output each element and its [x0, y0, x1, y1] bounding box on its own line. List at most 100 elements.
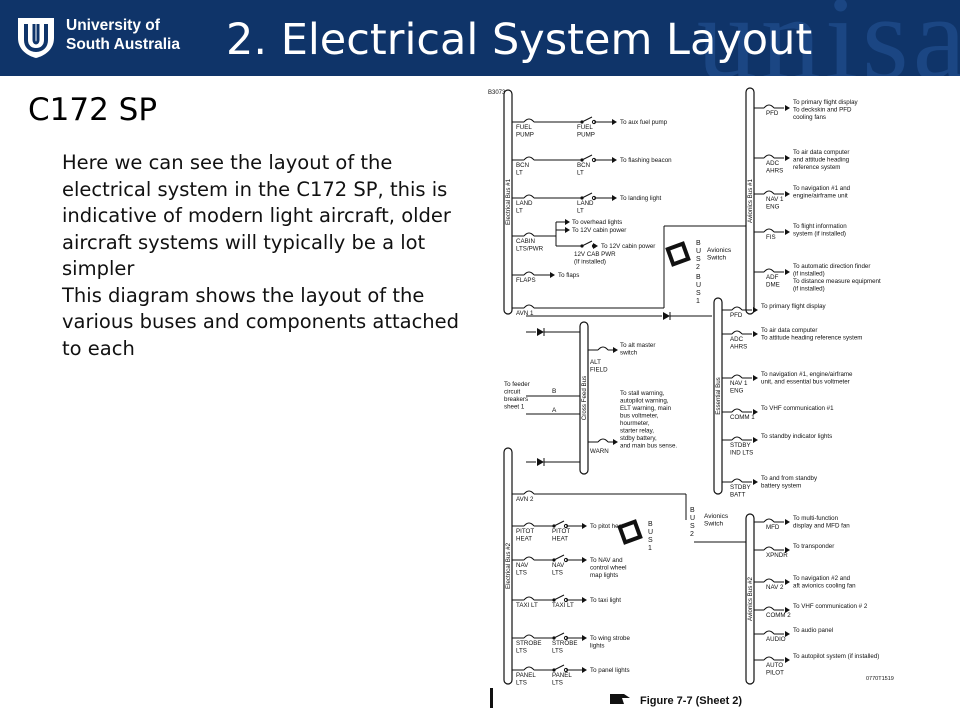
elec1-breaker-label: LT — [516, 208, 523, 215]
breaker-symbol — [523, 118, 535, 123]
avionics-switch-top-face — [670, 246, 686, 262]
elec2-breaker-label: TAXI LT — [516, 602, 538, 609]
elec2-destination: To taxi light — [590, 597, 621, 604]
alt-field-label: ALT — [590, 359, 601, 366]
electrical-bus-1 — [503, 89, 513, 315]
switch-blade — [581, 116, 593, 123]
avionics2-destination: display and MFD fan — [793, 523, 850, 530]
breaker-symbol — [523, 556, 535, 561]
bus-switch-letters: U — [696, 248, 701, 255]
arrow-head — [565, 227, 570, 233]
switch-blade — [581, 240, 593, 247]
arrow-head — [565, 219, 570, 225]
breaker-symbol — [763, 518, 775, 523]
elec2-destination: To pitot heat — [590, 523, 624, 530]
avionics2-destination: To VHF communication # 2 — [793, 603, 868, 610]
avionics-bus-2-label: Avionics Bus #2 — [747, 576, 754, 620]
essential-destination: To air data computer — [761, 327, 817, 334]
electrical-bus-2-label: Electrical Bus #2 — [505, 542, 512, 589]
arrow-head — [753, 331, 758, 337]
elec2-breaker-label: PANEL — [516, 672, 536, 679]
cabin-power-label: (If installed) — [574, 259, 606, 266]
bus-switch-letters: U — [648, 529, 653, 536]
essential-breaker-label: BATT — [730, 492, 746, 499]
university-shield-icon — [18, 18, 54, 58]
essential-breaker-label: COMM 1 — [730, 414, 755, 421]
alt-master-destination: To alt master — [620, 342, 655, 349]
warn-label: WARN — [590, 448, 609, 455]
feeder-label: To feeder — [504, 381, 530, 388]
cabin-power-label: 12V CAB PWR — [574, 251, 616, 258]
elec2-breaker-label: AVN 2 — [516, 496, 534, 503]
arrow-head — [582, 597, 587, 603]
switch-blade — [553, 632, 565, 639]
arrow-head — [785, 657, 790, 663]
arrow-head — [753, 479, 758, 485]
arrow-head — [753, 437, 758, 443]
avionics2-breaker-label: XPNDR — [766, 552, 788, 559]
breaker-symbol — [763, 578, 775, 583]
feeder-label: circuit — [504, 389, 520, 396]
arrow-head — [785, 579, 790, 585]
switch-blade — [581, 192, 593, 199]
breaker-symbol — [523, 596, 535, 601]
warn-destination: stdby battery, — [620, 435, 657, 442]
elec2-switch-label: STROBE — [552, 640, 577, 647]
avionics1-destination: To primary flight display — [793, 99, 859, 106]
avionics1-breaker-label: ADC — [766, 160, 780, 167]
arrow-head — [785, 547, 790, 553]
warn-destination: bus voltmeter, — [620, 413, 659, 420]
elec2-switch-label: LTS — [552, 648, 563, 655]
avionics-switch-label: Avionics — [704, 513, 729, 520]
avionics2-destination: To navigation #2 and — [793, 575, 851, 582]
bus-switch-letters: B — [696, 240, 701, 247]
cross-feed-bus — [579, 321, 589, 475]
avionics1-destination: To flight information — [793, 223, 847, 230]
electrical-bus-2 — [503, 447, 513, 685]
elec2-destination: To panel lights — [590, 667, 630, 674]
essential-destination: To attitude heading reference system — [761, 335, 862, 342]
breaker-symbol — [763, 546, 775, 551]
essential-breaker-label: AHRS — [730, 344, 747, 351]
avionics2-breaker-label: AUTO — [766, 662, 783, 669]
elec2-destination: control wheel — [590, 565, 626, 572]
bus-switch-letters: 1 — [648, 545, 652, 552]
switch-blade — [553, 554, 565, 561]
essential-destination: unit, and essential bus voltmeter — [761, 379, 850, 386]
avionics1-destination: To distance measure equipment — [793, 278, 881, 285]
switch-blade — [581, 154, 593, 161]
avionics2-breaker-label: AUDIO — [766, 636, 786, 643]
elec2-switch-label: HEAT — [552, 536, 568, 543]
arrow-head — [785, 155, 790, 161]
breaker-symbol — [763, 630, 775, 635]
avionics1-destination: (if installed) — [793, 286, 825, 293]
essential-destination: To primary flight display — [761, 303, 827, 310]
avionics2-breaker-label: MFD — [766, 524, 780, 531]
elec2-destination: To NAV and — [590, 557, 623, 564]
avionics1-destination: cooling fans — [793, 114, 826, 121]
essential-destination: To and from standby — [761, 475, 818, 482]
avionics1-breaker-label: ADF — [766, 274, 779, 281]
bus-switch-letters: B — [648, 521, 653, 528]
diode-symbol — [663, 312, 670, 320]
watermark-logo: unisa — [696, 0, 960, 76]
avionics2-breaker-label: NAV 2 — [766, 584, 784, 591]
essential-bus — [713, 297, 723, 495]
arrow-head — [613, 347, 618, 353]
body-text: Here we can see the layout of the electr… — [62, 150, 472, 362]
elec2-switch-label: LTS — [552, 680, 563, 687]
title-bar: unisa University of South Australia 2. E… — [0, 0, 960, 76]
avionics-switch-label: Switch — [704, 521, 724, 528]
avionics1-breaker-label: AHRS — [766, 168, 783, 175]
arrow-head — [753, 375, 758, 381]
essential-breaker-label: STDBY — [730, 484, 751, 491]
breaker-symbol — [763, 154, 775, 159]
elec1-destination: To flashing beacon — [620, 157, 672, 164]
arrow-head — [612, 195, 617, 201]
essential-breaker-label: ADC — [730, 336, 744, 343]
breaker-symbol — [523, 634, 535, 639]
margin-mark — [490, 688, 493, 708]
elec1-breaker-label: AVN 1 — [516, 310, 534, 317]
university-line-2: South Australia — [66, 36, 180, 53]
avionics-bus-2 — [745, 513, 755, 685]
